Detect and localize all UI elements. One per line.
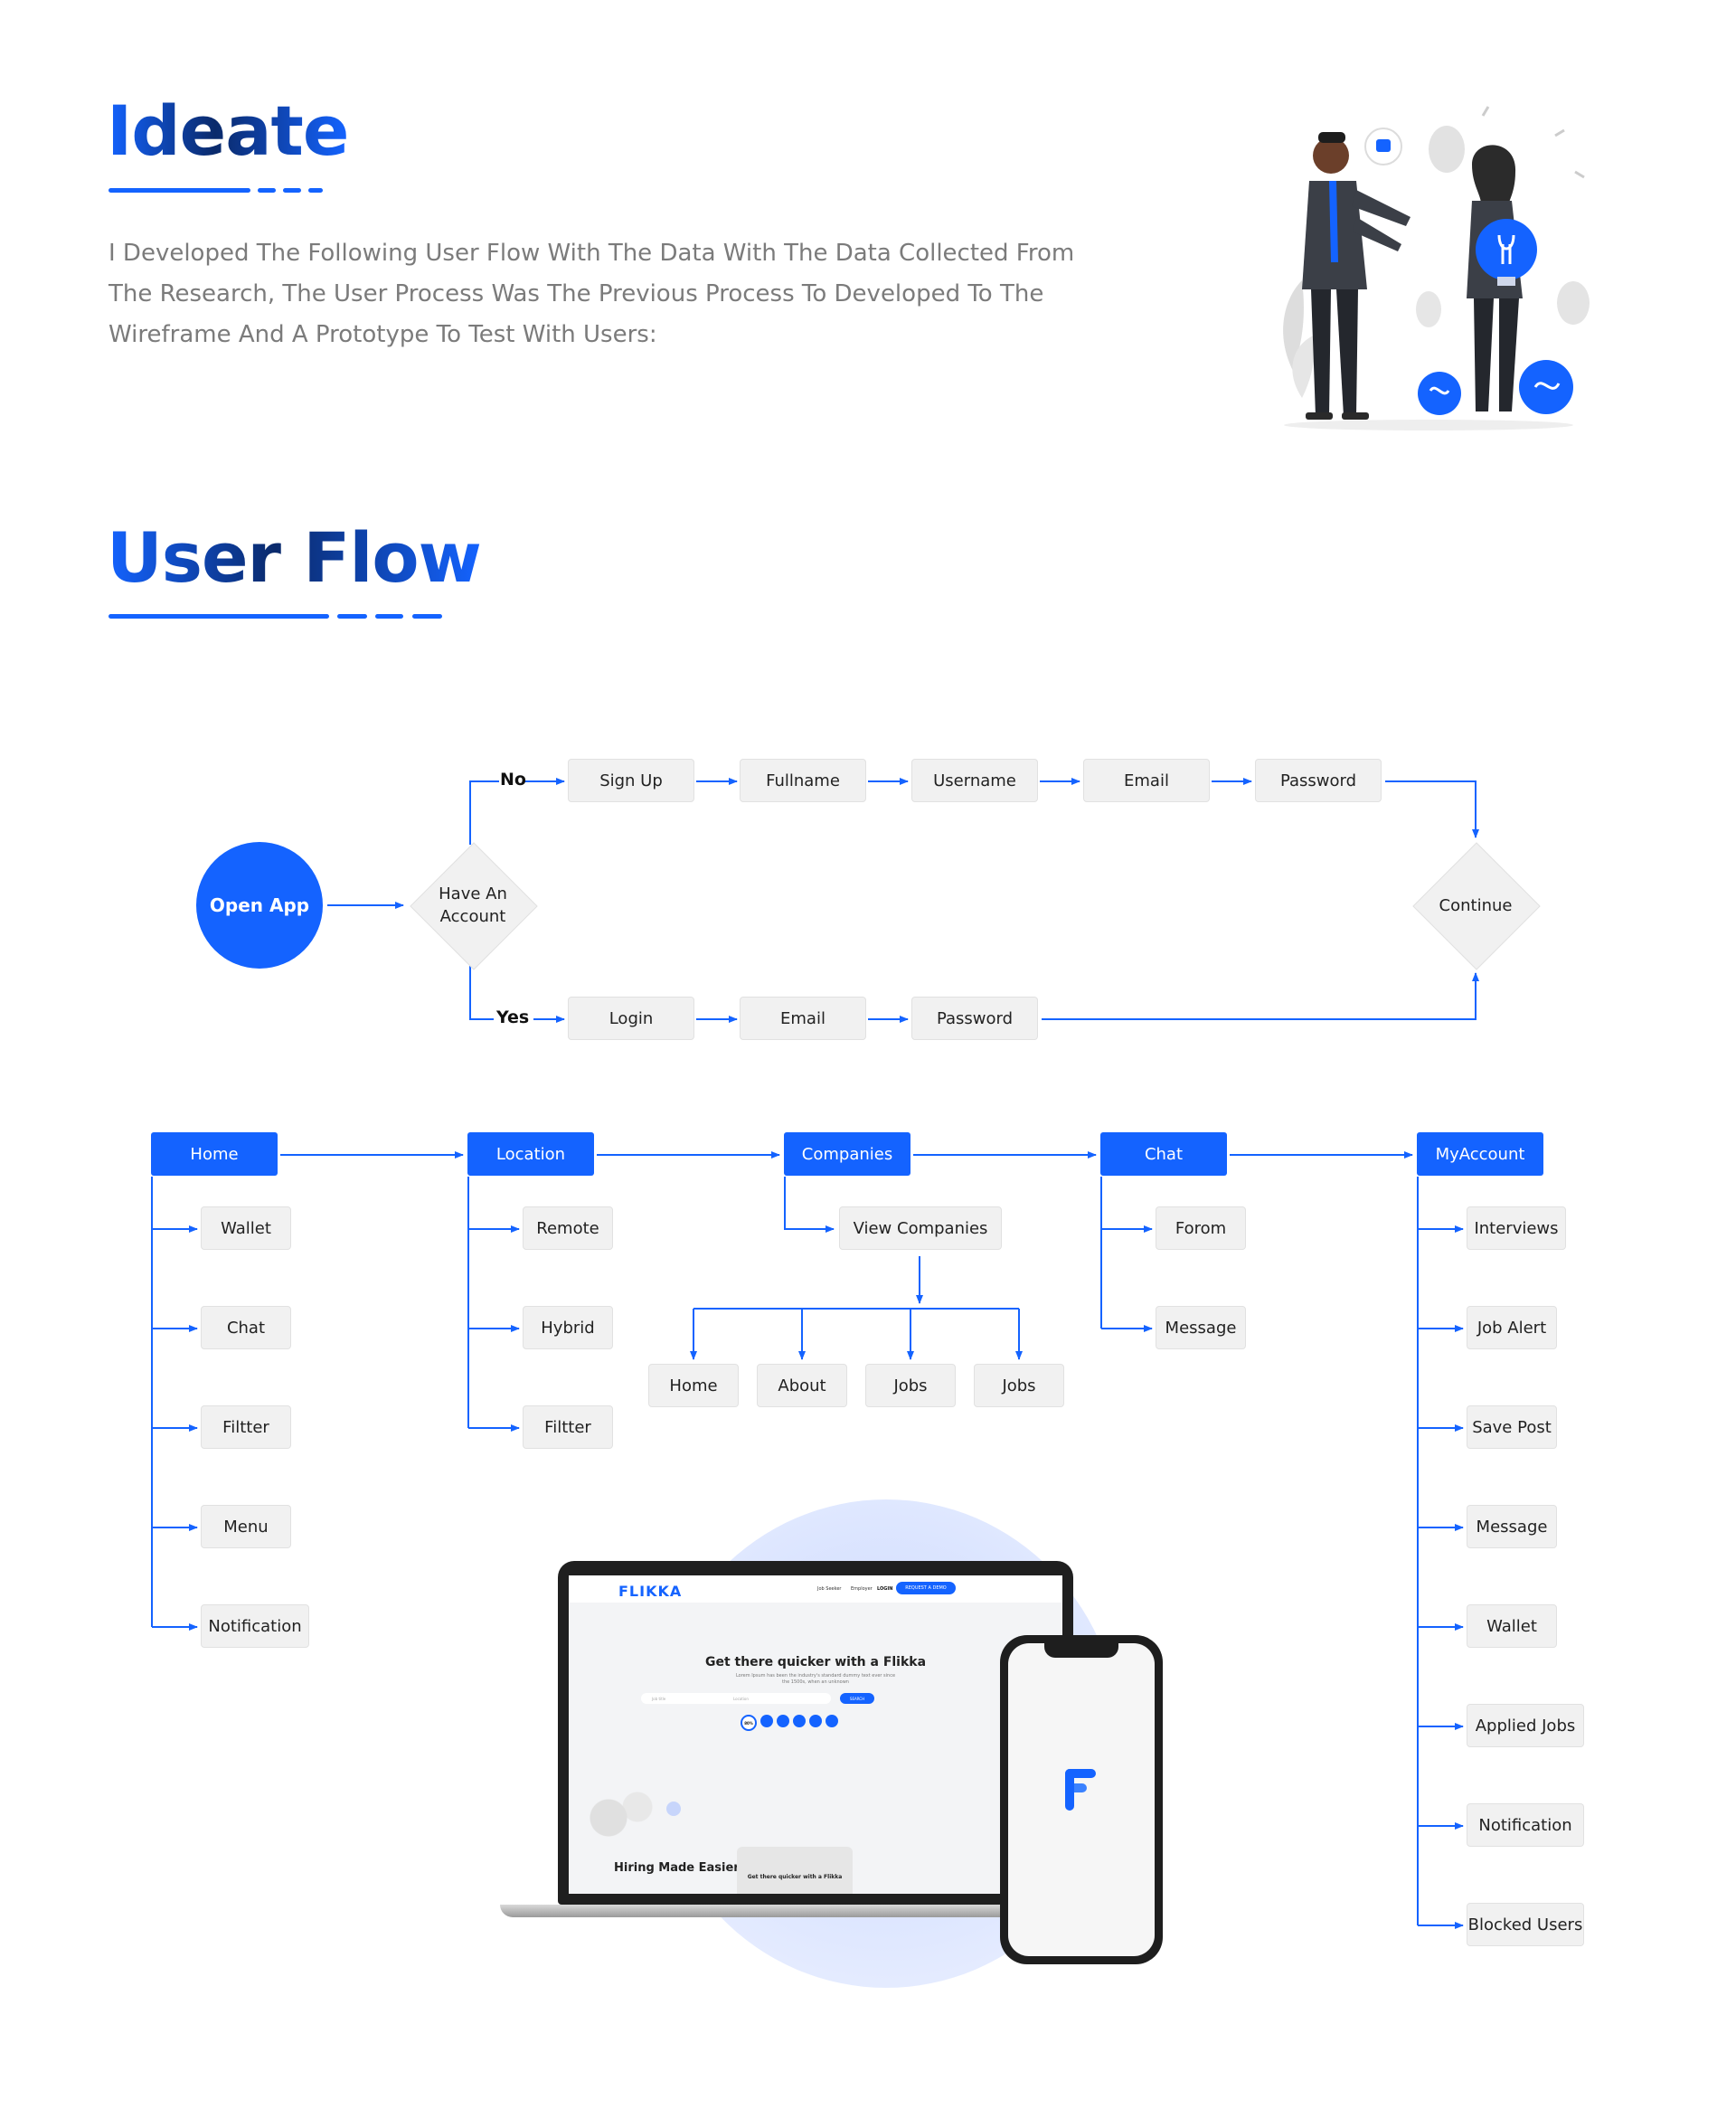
home-chat: Chat xyxy=(201,1306,291,1349)
mockup-search-bar: Job title Location xyxy=(641,1693,831,1704)
account-message: Message xyxy=(1467,1505,1557,1548)
laptop-base xyxy=(500,1905,1124,1917)
decision-label: Have An Account xyxy=(439,884,507,926)
home-wallet: Wallet xyxy=(201,1206,291,1250)
phone-notch xyxy=(1044,1643,1118,1658)
flikka-app-logo-icon xyxy=(1065,1769,1096,1811)
company-jobs: Jobs xyxy=(865,1364,956,1407)
mockup-section-title: Hiring Made Easier xyxy=(614,1861,740,1875)
mockup-stat-badge: 80% xyxy=(741,1715,757,1731)
open-app-node: Open App xyxy=(196,842,323,969)
location-remote: Remote xyxy=(523,1206,613,1250)
laptop-screen: FLIKKA Job Seeker Employer LOGIN REQUEST… xyxy=(569,1575,1062,1894)
fullname-step: Fullname xyxy=(740,759,866,802)
user-flow-underline-dash xyxy=(337,614,367,619)
home-notification: Notification xyxy=(201,1604,309,1648)
home-node: Home xyxy=(151,1132,278,1176)
user-flow-underline xyxy=(108,614,329,619)
mockup-navbar xyxy=(569,1575,1062,1603)
mockup-decor-dot xyxy=(666,1802,681,1816)
ideate-paragraph: I Developed The Following User Flow With… xyxy=(108,240,1075,348)
mockup-category-icon[interactable] xyxy=(809,1715,822,1727)
mockup-category-icons: 80% xyxy=(741,1715,838,1731)
mockup-logo: FLIKKA xyxy=(618,1583,683,1600)
mockup-category-icon[interactable] xyxy=(793,1715,806,1727)
mockup-card-title: Get there quicker with a Flikka xyxy=(747,1874,843,1880)
chat-forum: Forom xyxy=(1156,1206,1246,1250)
account-job-alert: Job Alert xyxy=(1467,1306,1557,1349)
home-filter: Filtter xyxy=(201,1405,291,1449)
phone-screen xyxy=(1008,1643,1155,1956)
yes-label: Yes xyxy=(496,1007,530,1027)
mockup-category-icon[interactable] xyxy=(826,1715,838,1727)
mockup-nav-employer[interactable]: Employer xyxy=(851,1586,873,1592)
account-wallet: Wallet xyxy=(1467,1604,1557,1648)
login-password-step: Password xyxy=(911,997,1038,1040)
signup-email-step: Email xyxy=(1083,759,1210,802)
mockup-category-icon[interactable] xyxy=(777,1715,789,1727)
company-about: About xyxy=(757,1364,847,1407)
myaccount-node: MyAccount xyxy=(1417,1132,1543,1176)
user-flow-underline-dash xyxy=(412,614,442,619)
company-home: Home xyxy=(648,1364,739,1407)
account-blocked-users: Blocked Users xyxy=(1467,1903,1584,1946)
chat-node: Chat xyxy=(1100,1132,1227,1176)
location-node: Location xyxy=(467,1132,594,1176)
username-step: Username xyxy=(911,759,1038,802)
home-menu: Menu xyxy=(201,1505,291,1548)
mockup-nav-login[interactable]: LOGIN xyxy=(877,1586,893,1592)
signup-step: Sign Up xyxy=(568,759,694,802)
account-notification: Notification xyxy=(1467,1803,1584,1847)
mockup-nav-job-seeker[interactable]: Job Seeker xyxy=(817,1586,842,1592)
continue-label: Continue xyxy=(1439,895,1513,915)
chat-message: Message xyxy=(1156,1306,1246,1349)
account-interviews: Interviews xyxy=(1467,1206,1566,1250)
ideate-title: Ideate xyxy=(107,90,349,171)
ideate-underline-dash xyxy=(308,188,323,193)
no-label: No xyxy=(500,770,526,790)
ideate-underline-dash xyxy=(283,188,301,193)
account-save-post: Save Post xyxy=(1467,1405,1557,1449)
company-jobs-2: Jobs xyxy=(974,1364,1064,1407)
companies-node: Companies xyxy=(784,1132,910,1176)
signup-password-step: Password xyxy=(1255,759,1382,802)
ideate-underline xyxy=(108,188,250,193)
continue-node: Continue xyxy=(1412,842,1541,970)
mockup-card xyxy=(737,1847,853,1894)
mockup-search-button[interactable]: SEARCH xyxy=(840,1693,874,1704)
location-hybrid: Hybrid xyxy=(523,1306,613,1349)
location-filter: Filtter xyxy=(523,1405,613,1449)
mockup-search-input-location[interactable]: Location xyxy=(733,1696,749,1701)
mockup-search-input-job[interactable]: Job title xyxy=(652,1696,666,1701)
mockup-hero-title: Get there quicker with a Flikka xyxy=(704,1655,927,1669)
mockup-category-icon[interactable] xyxy=(760,1715,773,1727)
have-account-decision: Have An Account xyxy=(410,842,538,970)
mockup-cta-button[interactable]: REQUEST A DEMO xyxy=(896,1582,956,1594)
account-applied-jobs: Applied Jobs xyxy=(1467,1704,1584,1747)
mockup-hero-subtitle: Lorem Ipsum has been the industry's stan… xyxy=(735,1673,896,1685)
mockup-decor-shapes xyxy=(587,1785,659,1840)
login-step: Login xyxy=(568,997,694,1040)
user-flow-title: User Flow xyxy=(107,517,482,598)
login-email-step: Email xyxy=(740,997,866,1040)
user-flow-underline-dash xyxy=(375,614,403,619)
ideate-underline-dash xyxy=(258,188,276,193)
view-companies: View Companies xyxy=(839,1206,1002,1250)
business-people-illustration xyxy=(1283,106,1590,430)
